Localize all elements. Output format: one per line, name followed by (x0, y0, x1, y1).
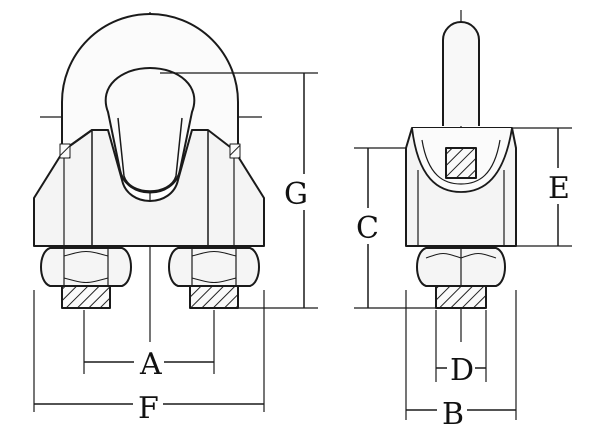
bolt-shank (442, 21, 480, 126)
label-G: G (284, 177, 308, 212)
label-A: A (139, 347, 162, 382)
u-bolt-inner (104, 67, 196, 194)
side-view (405, 10, 517, 342)
side-saddle-inner (421, 139, 501, 185)
front-view (33, 12, 265, 342)
label-E: E (548, 171, 570, 206)
label-B: B (442, 397, 464, 432)
label-C: C (356, 211, 379, 246)
bolt-section-left (59, 143, 71, 159)
label-F: F (138, 391, 159, 426)
nut-right (168, 247, 260, 287)
side-bolt-section (445, 147, 477, 179)
side-nut (416, 247, 506, 287)
label-D: D (450, 353, 474, 388)
nut-left (40, 247, 132, 287)
side-bolt-thread (435, 285, 487, 309)
bolt-section-right (229, 143, 241, 159)
saddle-groove (117, 117, 183, 192)
bolt-thread-left (61, 285, 111, 309)
bolt-thread-right (189, 285, 239, 309)
